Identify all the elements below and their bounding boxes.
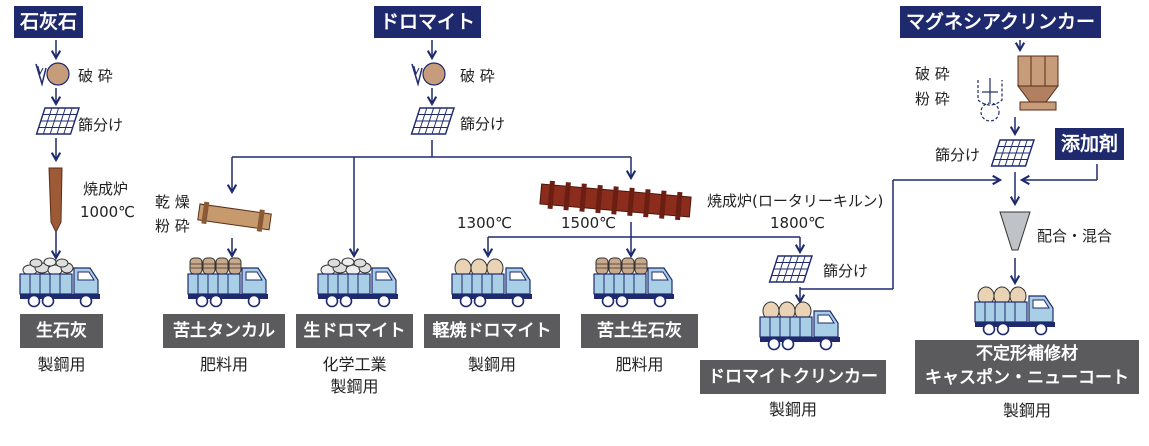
dolomite-header: ドロマイト (374, 6, 482, 38)
sieve-icon-dolomite (410, 107, 455, 135)
product-calcined-dolomite: 軽焼ドロマイト (424, 314, 560, 348)
additive-header: 添加剤 (1055, 128, 1125, 160)
magnesia-flow (1015, 40, 1098, 283)
temp-1500: 1500℃ (561, 214, 617, 232)
sieve-label-magnesia: 篩分け (935, 146, 981, 164)
product-magnesia-tankal: 苦土タンカル (163, 314, 285, 348)
limestone-header: 石灰石 (14, 6, 84, 38)
grind-label: 粉 砕 (155, 217, 190, 235)
use-quicklime: 製鋼用 (37, 355, 86, 374)
crusher-icon-dolomite (411, 62, 446, 86)
blend-label: 配合・混合 (1037, 227, 1113, 245)
grinder-icon (977, 78, 1003, 122)
crusher-icon-limestone (35, 62, 70, 86)
magnesia-grind-label: 粉 砕 (915, 90, 950, 108)
sieve-label-clinker: 篩分け (823, 262, 869, 280)
rotary-kiln-icon (539, 180, 692, 221)
sieve-icon-limestone (35, 107, 80, 135)
kiln-label-limestone: 焼成炉 (83, 180, 129, 198)
product-raw-dolomite: 生ドロマイト (296, 314, 413, 348)
product-monolithic-name-1: 不定形補修材 (976, 344, 1078, 364)
truck-icon-tankal (187, 257, 269, 308)
magnesia-crush-label: 破 砕 (915, 65, 950, 83)
rotary-kiln-label: 焼成炉(ロータリーキルン) (707, 192, 884, 210)
sieve-label-dolomite: 篩分け (460, 115, 506, 133)
dryer-icon (197, 201, 272, 232)
crush-label-limestone: 破 砕 (78, 67, 113, 85)
dolomite-flow (232, 40, 1000, 302)
use-monolithic-refractory: 製鋼用 (1002, 401, 1051, 420)
sieve-icon-clinker (768, 255, 813, 283)
truck-icon-quicklime (19, 257, 101, 308)
use-raw-dolomite-2: 製鋼用 (330, 377, 379, 396)
truck-icon-magnesia-quicklime (593, 257, 675, 308)
product-magnesia-quicklime: 苦土生石灰 (581, 314, 698, 348)
product-quicklime: 生石灰 (20, 314, 103, 348)
mixer-icon (999, 211, 1031, 251)
use-calcined-dolomite: 製鋼用 (467, 355, 516, 374)
dry-label: 乾 燥 (155, 193, 190, 211)
sieve-label-limestone: 篩分け (78, 116, 124, 134)
use-raw-dolomite-1: 化学工業 (322, 355, 387, 374)
product-monolithic-refractory: 不定形補修材 キャスポン・ニューコート (915, 340, 1139, 394)
temp-1800: 1800℃ (770, 214, 826, 232)
truck-icon-calcined-dolomite (451, 258, 533, 308)
truck-icon-refractory (974, 286, 1056, 336)
truck-icon-raw-dolomite (317, 257, 399, 308)
shaft-kiln-icon (48, 167, 63, 234)
product-monolithic-name-2: キャスポン・ニューコート (925, 368, 1129, 388)
use-magnesia-quicklime: 肥料用 (615, 355, 664, 374)
crush-label-dolomite: 破 砕 (460, 67, 495, 85)
magnesia-clinker-header: マグネシアクリンカー (900, 6, 1102, 38)
kiln-temp-limestone: 1000℃ (80, 203, 136, 221)
truck-icon-dolomite-clinker (759, 301, 841, 351)
use-dolomite-clinker: 製鋼用 (768, 400, 817, 419)
use-magnesia-tankal: 肥料用 (199, 355, 248, 374)
product-dolomite-clinker: ドロマイトクリンカー (700, 360, 886, 394)
sieve-icon-magnesia (990, 139, 1035, 167)
hopper-icon (1017, 55, 1059, 111)
temp-1300: 1300℃ (457, 214, 513, 232)
